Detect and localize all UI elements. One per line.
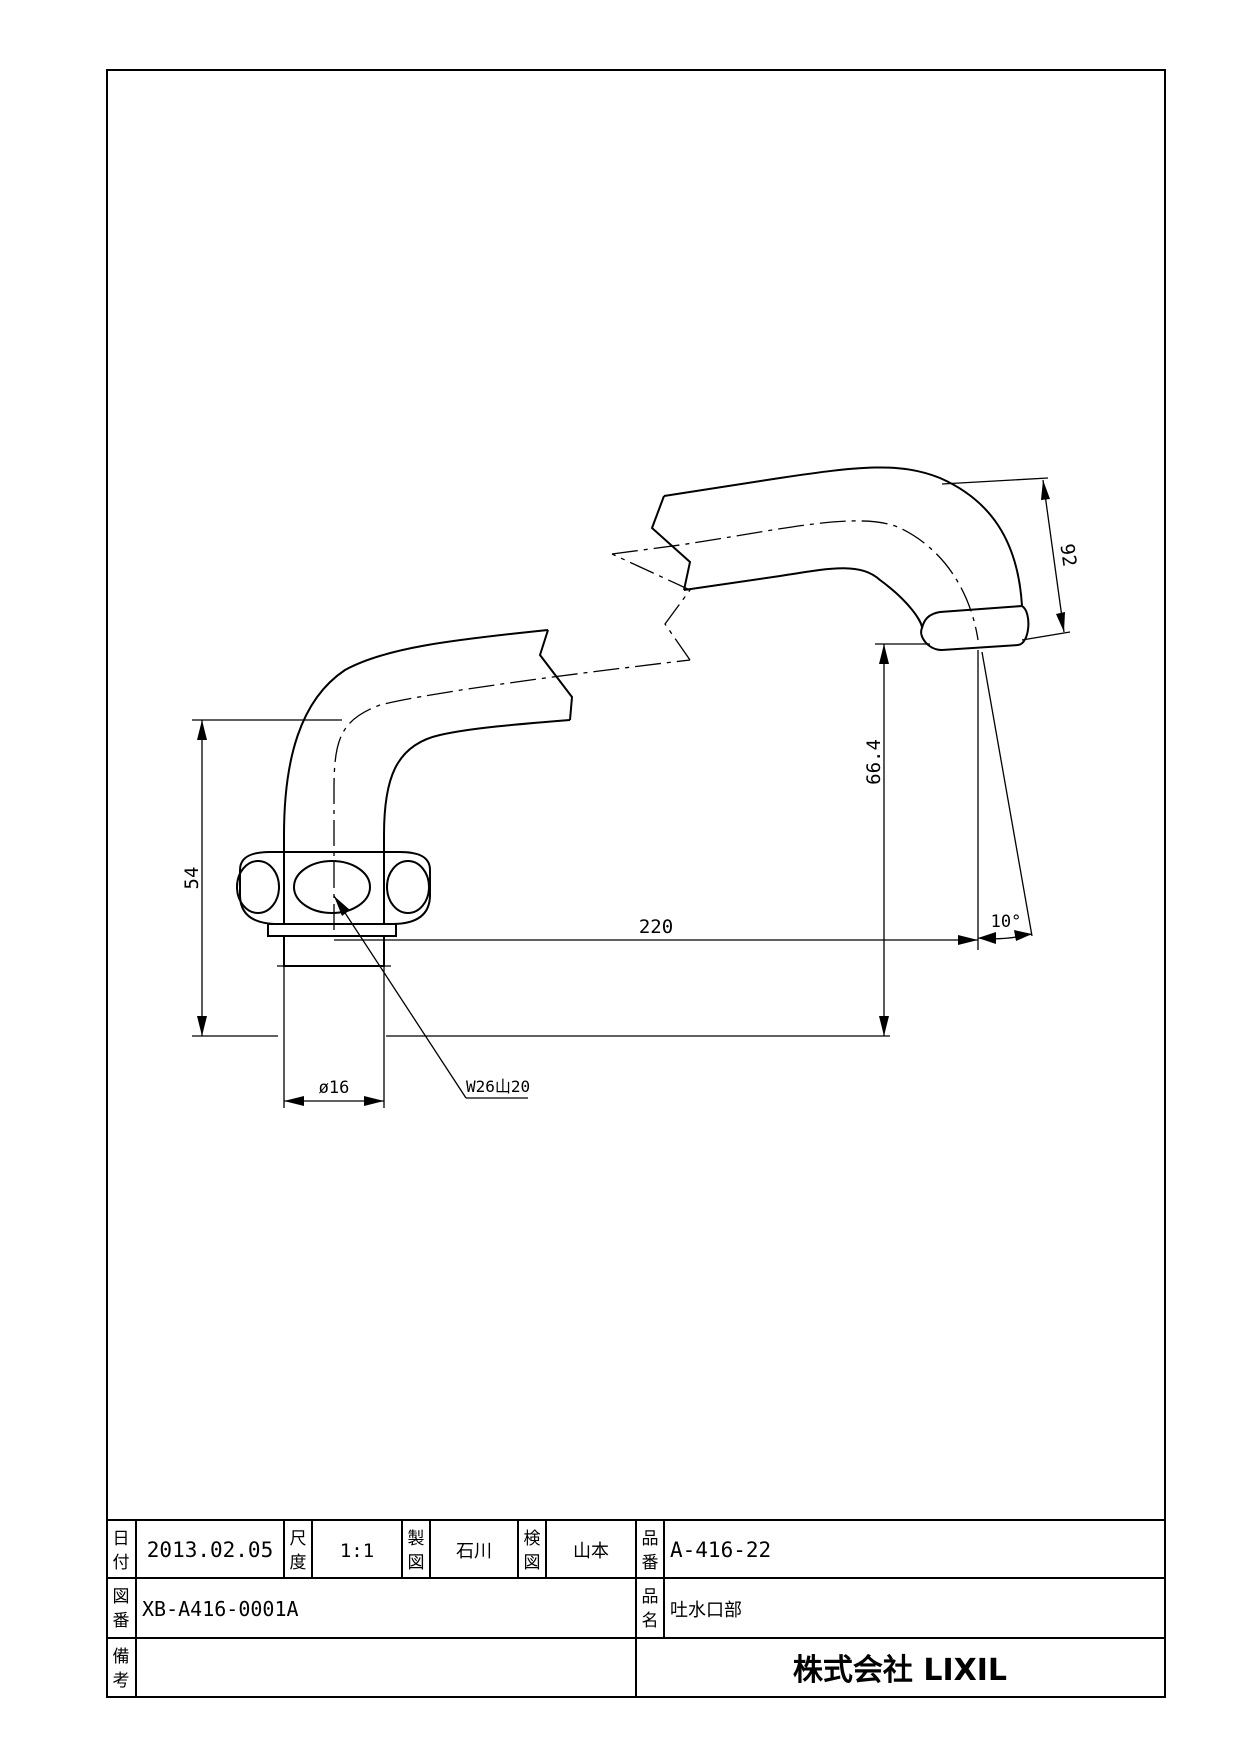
ext-line-92-bottom (1021, 631, 1071, 641)
arrow-16-right (364, 1096, 384, 1106)
date-label-2: 付 (113, 1553, 130, 1573)
remarks-label-2: 考 (113, 1671, 130, 1691)
dim-phi16-label: ø16 (319, 1078, 350, 1098)
arrow-16-left (284, 1096, 304, 1106)
part-no-value: A-416-22 (670, 1538, 771, 1562)
dim-line-92 (1042, 479, 1065, 633)
arrow-66-bottom (879, 1016, 889, 1036)
arrow-54-bottom (197, 1016, 207, 1036)
part-name-value: 吐水口部 (670, 1600, 742, 1621)
scale-label-2: 度 (290, 1553, 307, 1573)
spout-outer-left (283, 629, 549, 924)
nut-washer (267, 923, 397, 937)
spout-inner-right (683, 567, 923, 629)
spout-tip (920, 604, 1030, 652)
scale-label-1: 尺 (290, 1529, 307, 1549)
thread-leader-arrow (334, 896, 350, 916)
drawn-value: 石川 (456, 1541, 492, 1562)
part-no-label-2: 番 (642, 1553, 659, 1573)
remarks-label-1: 備 (113, 1647, 130, 1667)
arrow-angle-right (1014, 930, 1032, 941)
dim-66-4-label: 66.4 (863, 739, 885, 785)
dim-54-label: 54 (181, 867, 203, 890)
part-name-label-2: 名 (642, 1611, 659, 1631)
thread-leader (333, 895, 467, 1099)
spout-inner-left (383, 719, 571, 924)
drawn-label-2: 図 (408, 1553, 425, 1573)
knob-left (236, 860, 280, 914)
thread-label: W26山20 (466, 1077, 530, 1096)
dim-10deg-label: 10° (991, 912, 1022, 932)
right-break-line (650, 495, 692, 591)
centerline-left (333, 659, 691, 930)
date-value: 2013.02.05 (147, 1538, 273, 1562)
arrow-66-top (879, 644, 889, 664)
checked-value: 山本 (573, 1541, 609, 1562)
scale-value: 1:1 (340, 1540, 374, 1562)
checked-label-1: 検 (524, 1529, 541, 1549)
arrow-angle-left (978, 932, 996, 944)
knob-right (386, 860, 430, 914)
drawn-label-1: 製 (408, 1529, 425, 1549)
arrow-92-top (1041, 480, 1050, 500)
title-block: 日 付 2013.02.05 尺 度 1:1 製 図 石川 検 図 山本 品 番… (107, 1519, 1165, 1697)
drawing-no-label-1: 図 (113, 1587, 130, 1607)
drawing-no-value: XB-A416-0001A (142, 1597, 299, 1621)
dim-220-label: 220 (639, 916, 673, 938)
ext-line-92-top (941, 477, 1049, 485)
part-name-label-1: 品 (642, 1587, 659, 1607)
dim-92-label: 92 (1055, 542, 1080, 568)
spout-outer-right (663, 466, 1023, 607)
centerline-right (611, 520, 979, 641)
part-no-label-1: 品 (642, 1529, 659, 1549)
centerline-break (611, 553, 691, 661)
drawing-no-label-2: 番 (113, 1611, 130, 1631)
arrow-92-bottom (1056, 612, 1065, 632)
arrow-220-right (958, 935, 978, 945)
checked-label-2: 図 (524, 1553, 541, 1573)
knob-center (293, 860, 371, 914)
arrow-54-top (197, 720, 207, 740)
date-label-1: 日 (113, 1529, 130, 1549)
company-name: 株式会社 LIXIL (793, 1653, 1007, 1688)
spout-drawing: 54 66.4 220 10° 92 ø16 (181, 466, 1080, 1108)
drawing-frame (106, 69, 1166, 1698)
angle-line (981, 651, 1033, 937)
